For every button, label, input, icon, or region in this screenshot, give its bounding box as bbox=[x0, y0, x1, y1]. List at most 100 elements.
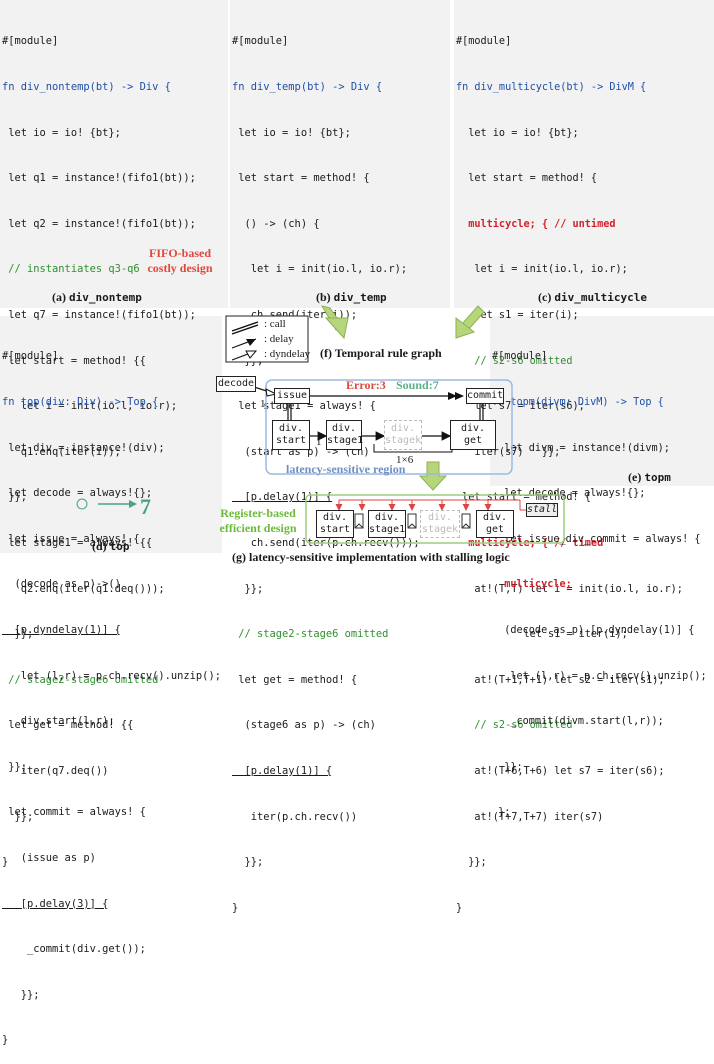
caption-a: (a) div_nontemp bbox=[52, 290, 142, 305]
impl-div-stagek: div. stagek bbox=[420, 510, 460, 538]
node-line: div. bbox=[427, 512, 453, 523]
code-line: let i = init(io.l, io.r); bbox=[2, 400, 178, 413]
code-line: let (l,r) = p.ch.recv().unzip(); bbox=[492, 670, 707, 682]
code-line: let commit = always! { bbox=[2, 806, 146, 819]
code-line: let s1 = iter(i); bbox=[456, 309, 579, 321]
node-line: div. bbox=[322, 512, 348, 523]
code-line: _commit(div.get()); bbox=[2, 943, 146, 956]
code-line: _commit(divm.start(l,r)); bbox=[492, 716, 664, 728]
note-line: costly design bbox=[147, 261, 213, 275]
code-line: let issue = always! { bbox=[2, 532, 140, 545]
note-line: Register-based bbox=[220, 506, 296, 520]
code-comment: // stage2-stage6 omitted bbox=[232, 628, 389, 641]
code-line: [p.delay(3)] { bbox=[2, 897, 109, 910]
code-line: let io = io! {bt}; bbox=[2, 126, 121, 139]
node-line: stagek bbox=[421, 524, 459, 535]
code-line: #[module] bbox=[232, 35, 289, 48]
panel-e-background bbox=[490, 316, 714, 486]
code-line: #[module] bbox=[492, 351, 548, 363]
register-icon-mark bbox=[354, 523, 364, 529]
node-div-stagek: div. stagek bbox=[384, 420, 422, 450]
code-line: let q1 = instance!(fifo1(bt)); bbox=[2, 172, 196, 185]
caption-b: (b) div_temp bbox=[316, 290, 387, 305]
panel-a-background bbox=[0, 0, 228, 308]
edge-decode-issue-head bbox=[265, 388, 278, 397]
code-line: }}; bbox=[232, 582, 264, 595]
caption-c: (c) div_multicycle bbox=[538, 290, 647, 305]
node-div-stage1: div. stage1 bbox=[326, 420, 363, 450]
node-line: stagek bbox=[385, 435, 422, 446]
legend-delay-head bbox=[246, 339, 256, 346]
legend-dyndelay-label: : dyndelay bbox=[264, 348, 311, 360]
graph-title: (f) Temporal rule graph bbox=[320, 346, 442, 360]
correction-circle bbox=[76, 498, 88, 510]
note-line: FIFO-based bbox=[148, 246, 211, 260]
correction-arrow-head bbox=[129, 500, 137, 508]
node-line: stage1 bbox=[369, 524, 406, 535]
code-line: (issue as p) bbox=[2, 851, 96, 864]
legend-delay-label: : delay bbox=[264, 333, 294, 345]
edge-issue-commit-head bbox=[455, 392, 464, 400]
caption-prefix: (e) bbox=[628, 470, 645, 484]
caption-code: topm bbox=[644, 471, 671, 484]
code-line: () -> (ch) { bbox=[232, 217, 320, 230]
caption-prefix: (c) bbox=[538, 290, 555, 304]
code-line: #[module] bbox=[2, 350, 59, 363]
edge-label-one: 1 bbox=[260, 398, 266, 410]
node-decode: decode bbox=[216, 376, 256, 392]
node-div-start: div. start bbox=[272, 420, 310, 450]
code-line: let decode = always!{}; bbox=[2, 487, 153, 500]
caption-prefix: (a) bbox=[52, 290, 69, 304]
code-line: fn div_multicycle(bt) -> DivM { bbox=[456, 82, 647, 93]
node-line: start bbox=[275, 435, 307, 446]
multicycle-line: multicycle; bbox=[492, 579, 572, 591]
caption-code: div_temp bbox=[333, 291, 387, 304]
code-line: [p.delay(1)] { bbox=[232, 491, 333, 504]
caption-code: div_multicycle bbox=[554, 291, 648, 304]
caption-code: div_nontemp bbox=[69, 291, 142, 304]
node-line: get bbox=[463, 435, 483, 446]
code-line: }}; bbox=[2, 760, 28, 773]
code-line: }}; bbox=[456, 857, 487, 869]
node-line: div. bbox=[390, 423, 416, 434]
node-div-get: div. get bbox=[450, 420, 496, 450]
note-line: efficient design bbox=[219, 521, 297, 535]
code-line: let i = init(io.l, io.r); bbox=[456, 264, 628, 276]
code-line: let io = io! {bt}; bbox=[456, 127, 579, 139]
node-line: div. bbox=[331, 423, 357, 434]
code-line: fn div_temp(bt) -> Div { bbox=[232, 81, 383, 93]
code-line: let io = io! {bt}; bbox=[232, 126, 351, 139]
node-line: div. bbox=[374, 512, 400, 523]
register-design-note: Register-based efficient design bbox=[212, 506, 304, 536]
code-line: fn top(div: Div) -> Top { bbox=[2, 396, 159, 408]
sound-label: Sound:7 bbox=[396, 378, 439, 392]
register-icon-mark bbox=[407, 523, 417, 529]
panel-d-background bbox=[0, 316, 222, 553]
code-line: let s7 = iter(s6); bbox=[456, 401, 585, 413]
register-icon bbox=[407, 513, 417, 529]
edge-issue-commit-head2 bbox=[448, 392, 457, 400]
code-line: let div = instance!(div); bbox=[2, 441, 165, 454]
diagram-overlay bbox=[76, 305, 565, 544]
code-line: let start = method! { bbox=[456, 173, 598, 185]
panel-c-background bbox=[454, 0, 714, 308]
code-line: let start = method! { bbox=[232, 172, 370, 185]
caption-d: (d) top bbox=[92, 539, 130, 554]
code-line: } bbox=[2, 1034, 9, 1047]
code-line: [p.delay(1)] { bbox=[232, 764, 333, 777]
code-line: #[module] bbox=[2, 35, 59, 48]
node-line: div. bbox=[278, 423, 304, 434]
caption-g: (g) latency-sensitive implementation wit… bbox=[232, 550, 510, 564]
fifo-design-note: FIFO-based costly design bbox=[134, 246, 226, 276]
code-line: let divm = instance!(divm); bbox=[492, 442, 670, 454]
arrow-graph-to-impl bbox=[418, 461, 448, 491]
legend-call-line bbox=[231, 321, 259, 332]
node-line: start bbox=[319, 524, 351, 535]
code-line: } bbox=[232, 901, 239, 914]
code-line: let stage1 = always! {{ bbox=[2, 536, 153, 549]
code-line: q1.enq(iter(i)); bbox=[2, 445, 121, 458]
node-issue: issue bbox=[274, 388, 310, 404]
node-line: div. bbox=[460, 423, 486, 434]
code-line: iter(s7) }}; bbox=[456, 446, 561, 458]
arrow-c-to-graph-head bbox=[455, 316, 476, 339]
